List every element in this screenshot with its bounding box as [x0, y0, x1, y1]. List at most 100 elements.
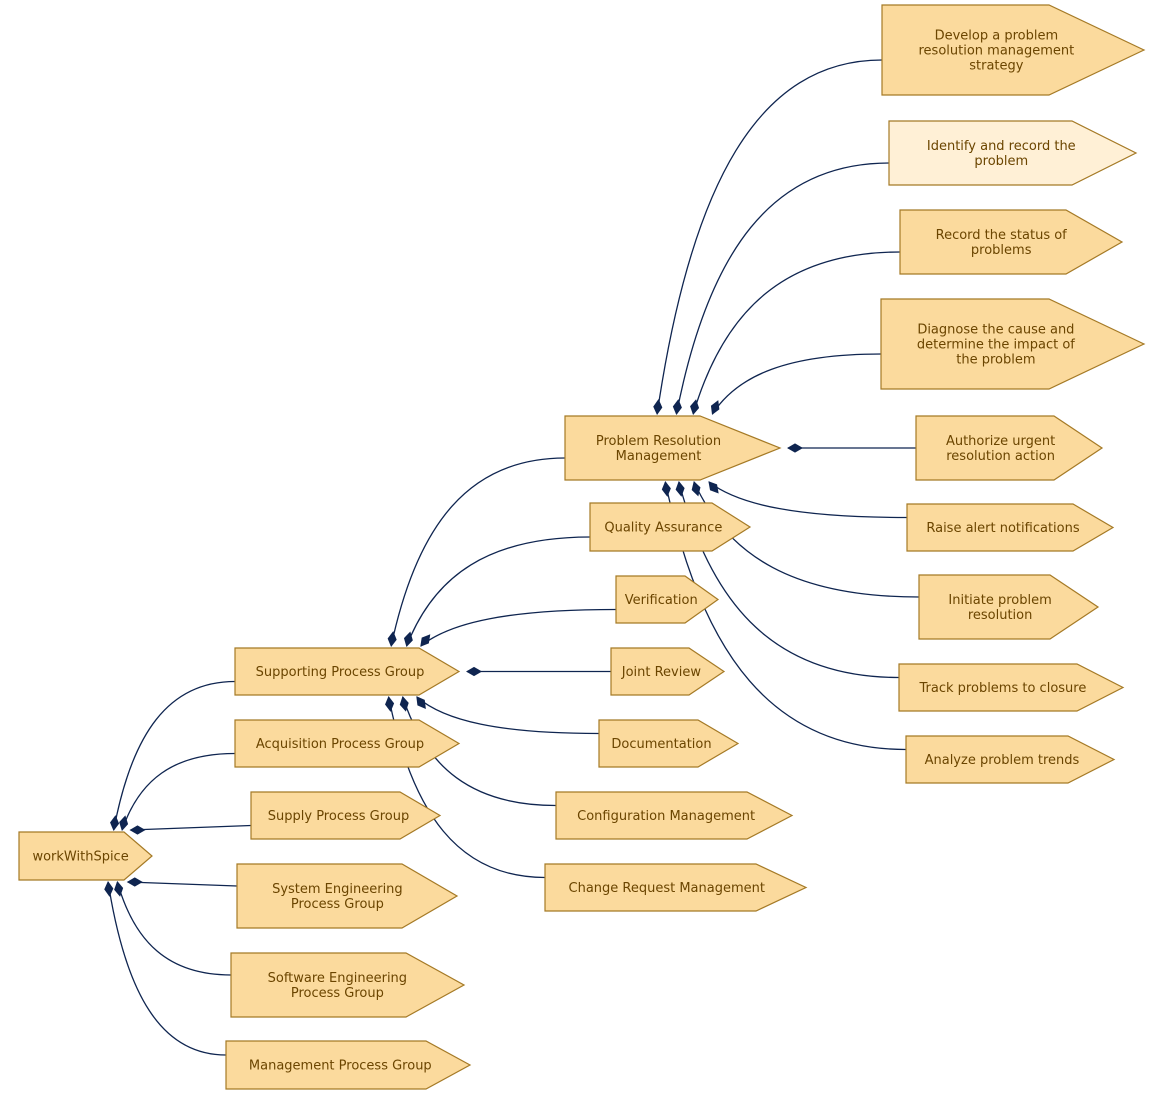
process-node-label: System Engineering [272, 882, 403, 897]
process-node-shape [234, 647, 461, 696]
process-node-change-req[interactable]: Change Request Management [544, 863, 808, 912]
process-node-shape [555, 791, 794, 840]
process-node-qa[interactable]: Quality Assurance [589, 502, 752, 552]
composition-diamond-icon [708, 481, 719, 494]
process-node-raise[interactable]: Raise alert notifications [906, 503, 1115, 552]
process-node-verification[interactable]: Verification [615, 575, 720, 624]
process-node-work-with-spice[interactable]: workWithSpice [18, 831, 153, 881]
process-node-label: strategy [969, 59, 1024, 74]
composition-diamond-icon [691, 481, 701, 497]
process-node-label: Supporting Process Group [256, 665, 425, 680]
process-node-shape [234, 719, 461, 768]
composition-diamond-icon [110, 815, 120, 832]
composition-diamond-icon [416, 696, 426, 710]
composition-diamond-icon [114, 881, 124, 897]
process-node-label: workWithSpice [32, 850, 128, 865]
process-node-shape [610, 647, 726, 696]
composition-diamond-icon [403, 631, 413, 647]
process-node-label: Supply Process Group [268, 809, 409, 824]
edge-prm-to-identify [675, 162, 890, 415]
composition-diamond-icon [675, 481, 685, 497]
composition-diamond-icon [119, 815, 129, 831]
process-node-label: Acquisition Process Group [256, 737, 424, 752]
process-node-documentation[interactable]: Documentation [598, 719, 740, 768]
process-node-shape [918, 574, 1100, 640]
process-node-label: Documentation [611, 737, 711, 752]
edge-supporting-to-qa [406, 536, 591, 647]
edge-prm-to-raise [708, 481, 908, 519]
composition-diamond-icon [690, 399, 700, 415]
process-node-label: Develop a problem [935, 29, 1059, 44]
process-node-supporting[interactable]: Supporting Process Group [234, 647, 461, 696]
edge-work_with_spice-to-system_eng [127, 881, 238, 887]
composition-diamond-icon [465, 666, 483, 677]
process-node-shape [250, 791, 442, 840]
composition-diamond-icon [786, 443, 804, 453]
composition-diamond-icon [129, 825, 146, 835]
composition-diamond-icon [653, 399, 663, 416]
process-node-label: resolution management [918, 44, 1074, 59]
process-node-label: Management Process Group [249, 1059, 432, 1074]
process-node-label: the problem [956, 353, 1035, 368]
composition-diamond-icon [387, 631, 397, 647]
process-node-label: Raise alert notifications [926, 521, 1079, 536]
edge-prm-to-develop [656, 59, 883, 415]
edge-work_with_spice-to-software_eng [116, 881, 232, 976]
process-node-shape [18, 831, 153, 881]
process-node-label: Change Request Management [569, 881, 765, 896]
process-node-label: Identify and record the [927, 139, 1076, 154]
process-node-shape [880, 298, 1146, 390]
edge-work_with_spice-to-supply [130, 824, 252, 831]
composition-diamond-icon [672, 399, 682, 415]
process-node-shape [906, 503, 1115, 552]
process-node-track[interactable]: Track problems to closure [898, 663, 1125, 712]
edge-work_with_spice-to-supporting [113, 680, 236, 831]
composition-diamond-icon [126, 877, 143, 887]
process-node-label: resolution [968, 608, 1033, 623]
process-node-shape [899, 209, 1124, 275]
process-node-label: Authorize urgent [946, 434, 1055, 449]
process-node-label: Diagnose the cause and [917, 323, 1074, 338]
process-node-label: Initiate problem [948, 593, 1051, 608]
edge-supporting-to-documentation [416, 696, 600, 735]
process-node-analyze[interactable]: Analyze problem trends [905, 735, 1116, 784]
process-node-shape [236, 863, 459, 929]
process-node-joint-review[interactable]: Joint Review [610, 647, 726, 696]
process-node-label: problems [971, 243, 1032, 258]
process-node-label: determine the impact of [917, 338, 1075, 353]
process-node-config-mgmt[interactable]: Configuration Management [555, 791, 794, 840]
process-node-label: Process Group [291, 986, 384, 1001]
edge-supporting-to-prm [390, 457, 566, 647]
process-node-label: Verification [625, 593, 698, 608]
edge-prm-to-diagnose [711, 353, 882, 415]
process-node-label: Software Engineering [268, 971, 407, 986]
edge-work_with_spice-to-acquisition [121, 752, 236, 831]
process-node-label: Quality Assurance [604, 521, 722, 536]
process-node-label: Track problems to closure [919, 681, 1087, 696]
process-node-acquisition[interactable]: Acquisition Process Group [234, 719, 461, 768]
process-node-label: Management [616, 449, 702, 464]
process-node-label: Problem Resolution [596, 434, 721, 449]
composition-diamond-icon [399, 696, 409, 712]
process-node-management[interactable]: Management Process Group [225, 1040, 472, 1090]
diamonds-layer [104, 399, 804, 897]
process-node-shape [888, 120, 1138, 186]
process-node-shape [589, 502, 752, 552]
edge-supporting-to-verification [420, 608, 617, 647]
process-node-shape [898, 663, 1125, 712]
process-node-shape [598, 719, 740, 768]
process-node-label: Process Group [291, 897, 384, 912]
composition-diamond-icon [385, 696, 395, 712]
process-node-supply[interactable]: Supply Process Group [250, 791, 442, 840]
process-node-label: Configuration Management [577, 809, 755, 824]
